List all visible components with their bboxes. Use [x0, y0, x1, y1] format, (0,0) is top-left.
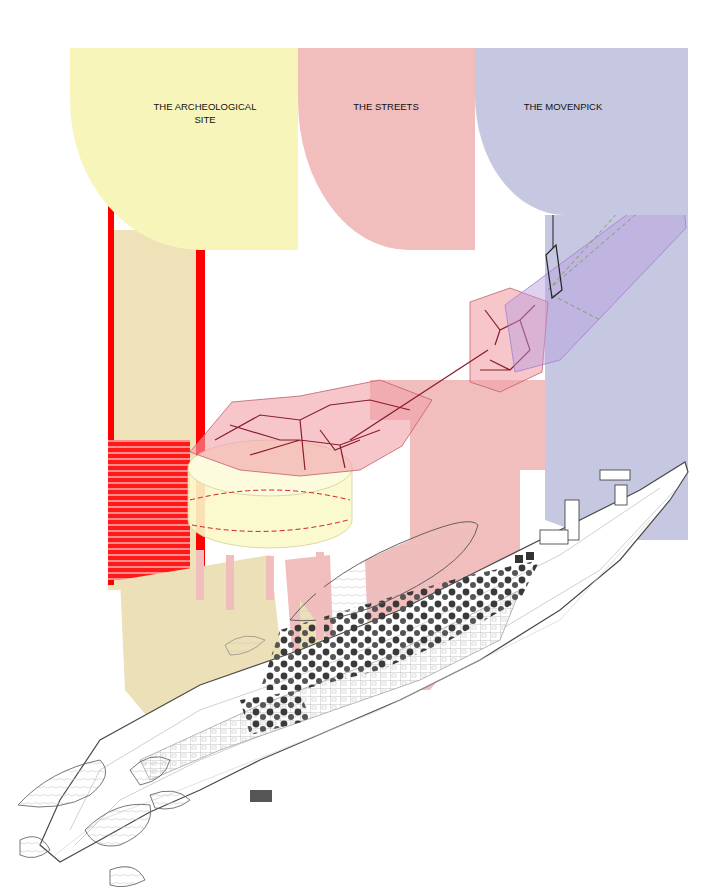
section-tab: THE STREETS [298, 48, 475, 250]
tab-title: THE MOVENPICK [503, 100, 623, 113]
section-tab: THE ARCHEOLOGICAL SITE [70, 48, 298, 250]
tab-title: THE STREETS [326, 100, 446, 113]
section-tab: THE MOVENPICK [475, 48, 688, 215]
tab-title: THE ARCHEOLOGICAL SITE [145, 100, 265, 126]
